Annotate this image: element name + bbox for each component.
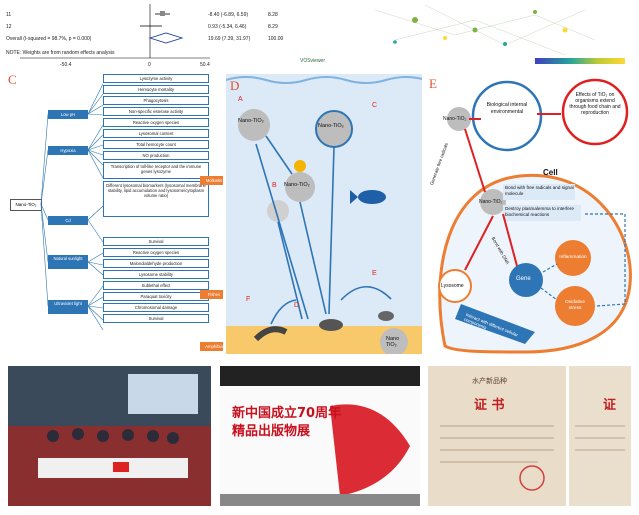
forest-weight-12: 8.29 [268, 24, 278, 30]
forest-ci-11: -8.40 (-6.89, 6.59) [208, 12, 249, 18]
cert-lines [440, 425, 554, 491]
panel-e-inflammation: Inflammation [559, 255, 587, 260]
organism-mollusks: Mollusks [200, 176, 223, 185]
endpoint-16: Paraquat toxicity [103, 292, 209, 301]
panel-d: D A C B E F D Nano-TiO₂ Nano-TiO₂ Nano-T… [226, 74, 422, 354]
factor-natural-sunlight: Natural sunlight [48, 255, 88, 269]
panel-d-nano-3: Nano-TiO₂ [284, 182, 310, 188]
cert-header: 水产新品种 [472, 377, 507, 385]
factor-ultraviolet-light: Ultraviolet light [48, 300, 88, 314]
banner-line-2: 精品出版物展 [232, 424, 311, 439]
forest-tick-neg: -50.4 [60, 62, 72, 68]
panel-e-bio-env: Biological internal environmental [486, 102, 528, 115]
panel-e-effects: Effects of TiO₂ on organisms extend thro… [569, 92, 621, 116]
certificate-photo-1: 水产新品种 证 书 [428, 366, 566, 506]
endpoint-6: Lysosomal content [103, 129, 209, 138]
forest-tick-pos: 50.4 [200, 62, 210, 68]
panel-d-nano-4: Nano TiO₂ [386, 336, 400, 348]
forest-tick-zero: 0 [148, 62, 151, 68]
cert-2-lines [575, 425, 625, 451]
endpoint-14: Lysosome stability [103, 270, 209, 279]
forest-plot-panel: 11 -8.40 (-6.89, 6.59) 8.28 12 0.93 (-5.… [0, 0, 330, 72]
endpoint-7: Total hemocyte count [103, 140, 209, 149]
endpoint-18: Survival [103, 314, 209, 323]
endpoint-11: Survival [103, 237, 209, 246]
endpoint-8: NO production [103, 151, 209, 160]
cert-title-2: 证 [603, 398, 617, 413]
forest-axis-graphic [20, 4, 210, 59]
banner-line-1: 新中国成立70周年 [232, 406, 342, 421]
organism-fishes: Fishes [200, 290, 223, 299]
forest-row-overall: Overall (I-squared = 98.7%, p = 0.000) [6, 36, 92, 42]
panel-d-label-f: F [246, 296, 251, 303]
panel-e-gene: Gene [516, 276, 531, 282]
forest-weight-overall: 100.00 [268, 36, 284, 42]
exhibition-banner-photo: 新中国成立70周年 精品出版物展 [220, 366, 420, 506]
forest-ci-12: 0.93 (-5.34, 6.46) [208, 24, 247, 30]
network-map-graphic [374, 4, 625, 64]
endpoint-12: Reactive oxygen species [103, 248, 209, 257]
panel-d-label-b: B [272, 182, 277, 189]
endpoint-17: Chromosomal damage [103, 303, 209, 312]
panel-c-letter: C [8, 72, 17, 87]
endpoint-4: Non-specific esterase activity [103, 107, 209, 116]
factor-hypoxia: Hypoxia [48, 146, 88, 155]
panel-e-cell: Cell [543, 168, 558, 177]
organism-amphibia: Amphibia [200, 342, 223, 351]
panel-c: C Nano-TiO₂ Low pH Hypoxia Cd Natural su… [8, 72, 223, 362]
endpoint-3: Phagocytosis [103, 96, 209, 105]
panel-d-label-d: D [294, 302, 300, 309]
forest-note: NOTE: Weights are from random effects an… [6, 50, 115, 56]
endpoint-10: Different lysosomal biomarkers (lysosoma… [103, 181, 209, 217]
panel-e-nano-inside: Nano-TiO₂ [479, 199, 503, 205]
certificate-photo-2: 证 [569, 366, 631, 506]
panel-d-nano-2: Nano-TiO₂ [318, 123, 344, 129]
conference-photo-graphic [8, 366, 211, 506]
panel-d-label-e: E [372, 270, 377, 277]
cert-title: 证 书 [474, 398, 505, 413]
factor-cd: Cd [48, 216, 88, 225]
panel-e-lysosome: Lysosome [441, 283, 464, 289]
panel-e-bond-radicals: Bond with free radicals and signal molec… [505, 185, 574, 196]
forest-row-12: 12 [6, 24, 12, 30]
panel-e-letter: E [429, 76, 437, 91]
endpoint-2: Hemocyte mortality [103, 85, 209, 94]
vosviewer-logo: VOSviewer [300, 58, 326, 64]
panel-d-label-c: C [372, 102, 378, 109]
endpoint-5: Reactive oxygen species [103, 118, 209, 127]
panel-d-letter: D [230, 78, 240, 93]
panel-d-label-a: A [238, 96, 243, 103]
panel-e-oxidative: Oxidative stress [565, 300, 585, 311]
network-map-panel [335, 0, 639, 72]
forest-weight-11: 8.28 [268, 12, 278, 18]
endpoint-13: Malondialdehyde production [103, 259, 209, 268]
forest-row-11: 11 [6, 12, 12, 18]
endpoint-9: Transcription of toll-like receptor and … [103, 162, 209, 179]
panel-e-illustration [438, 78, 632, 354]
endpoint-1: Lysozyme activity [103, 74, 209, 83]
conference-photo [8, 366, 211, 506]
exhibition-banner-graphic [220, 366, 420, 506]
forest-ci-overall: 19.69 (7.39, 31.97) [208, 36, 251, 42]
panel-d-illustration [226, 76, 422, 354]
panel-c-connectors [40, 83, 104, 331]
panel-e: E Nano-TiO₂ Biological internal environm… [425, 74, 635, 354]
panel-e-nano-outside: Nano-TiO₂ [443, 116, 467, 122]
factor-low-ph: Low pH [48, 110, 88, 119]
panel-d-nano-1: Nano-TiO₂ [238, 118, 264, 124]
panel-e-destroy: Destroy plasmalemma to interfere biochem… [505, 206, 574, 217]
endpoint-15: Sublethal effect [103, 281, 209, 290]
